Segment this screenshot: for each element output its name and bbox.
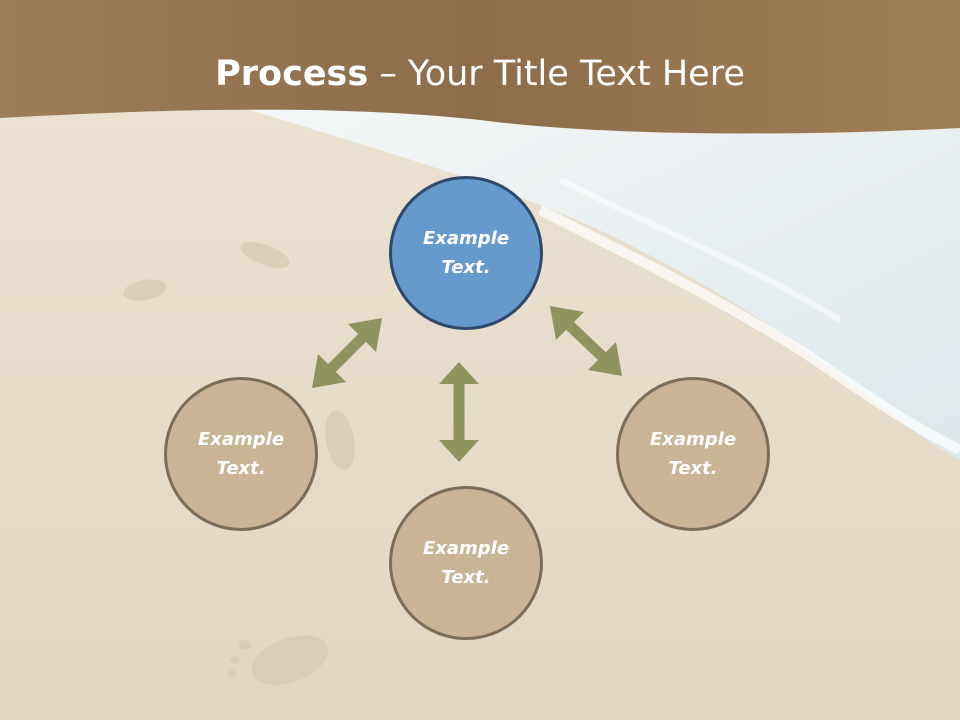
footprints	[123, 242, 355, 685]
title-rest: – Your Title Text Here	[368, 54, 745, 94]
page-title: Process – Your Title Text Here	[0, 52, 960, 96]
node-right: Example Text.	[616, 377, 770, 531]
node-bottom-text: Example Text.	[422, 538, 510, 588]
title-bold: Process	[215, 54, 369, 94]
double-arrow-left	[312, 318, 382, 388]
double-arrow-center	[439, 362, 479, 462]
node-left-text: Example Text.	[197, 429, 285, 479]
node-top: Example Text.	[389, 176, 543, 330]
node-left: Example Text.	[164, 377, 318, 531]
node-bottom: Example Text.	[389, 486, 543, 640]
node-right-text: Example Text.	[649, 429, 737, 479]
node-top-text: Example Text.	[422, 228, 510, 278]
double-arrow-right	[550, 306, 622, 376]
